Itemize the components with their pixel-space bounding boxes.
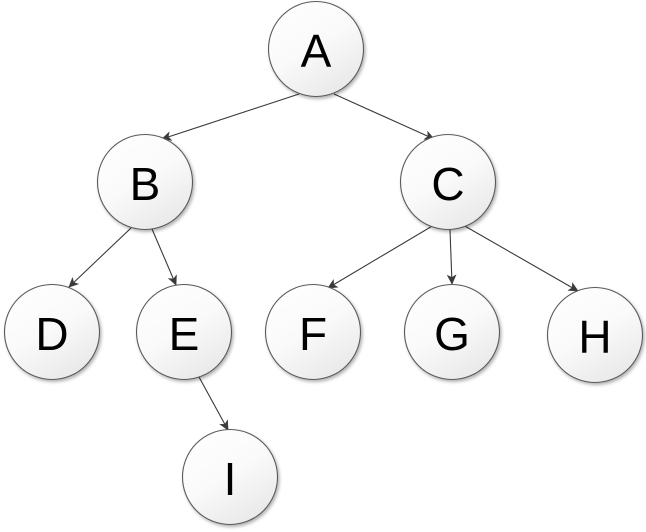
node-f-label: F (299, 308, 327, 360)
edge-c-to-g (446, 229, 457, 285)
node-e[interactable]: E (135, 283, 233, 381)
node-c-label: C (431, 158, 464, 210)
edge-a-to-c (333, 93, 435, 140)
edge-c-to-f (327, 224, 435, 289)
node-g[interactable]: G (403, 283, 501, 381)
node-b-circle[interactable] (96, 133, 194, 231)
edge-a-to-b (161, 93, 300, 141)
edge-e-to-i (198, 376, 229, 431)
node-d[interactable]: D (3, 283, 101, 381)
node-i[interactable]: I (181, 428, 279, 526)
node-i-label: I (224, 453, 237, 505)
node-f[interactable]: F (264, 283, 362, 381)
nodes-layer: A B C D E F G H (3, 0, 644, 526)
node-a-circle[interactable] (267, 0, 365, 98)
node-e-label: E (169, 308, 200, 360)
node-h-label: H (578, 311, 611, 363)
edges-layer (68, 93, 579, 431)
node-g-circle[interactable] (403, 283, 501, 381)
edge-c-to-h (462, 224, 579, 292)
node-h[interactable]: H (546, 286, 644, 384)
node-c[interactable]: C (399, 133, 497, 231)
edge-b-to-e (151, 228, 177, 286)
node-a[interactable]: A (267, 0, 365, 98)
node-b[interactable]: B (96, 133, 194, 231)
node-e-circle[interactable] (135, 283, 233, 381)
node-g-label: G (434, 308, 470, 360)
node-d-label: D (35, 308, 68, 360)
node-h-circle[interactable] (546, 286, 644, 384)
node-c-circle[interactable] (399, 133, 497, 231)
node-f-circle[interactable] (264, 283, 362, 381)
node-d-circle[interactable] (3, 283, 101, 381)
node-b-label: B (130, 158, 161, 210)
node-a-label: A (301, 25, 332, 77)
edge-b-to-d (68, 227, 132, 288)
node-i-circle[interactable] (181, 428, 279, 526)
